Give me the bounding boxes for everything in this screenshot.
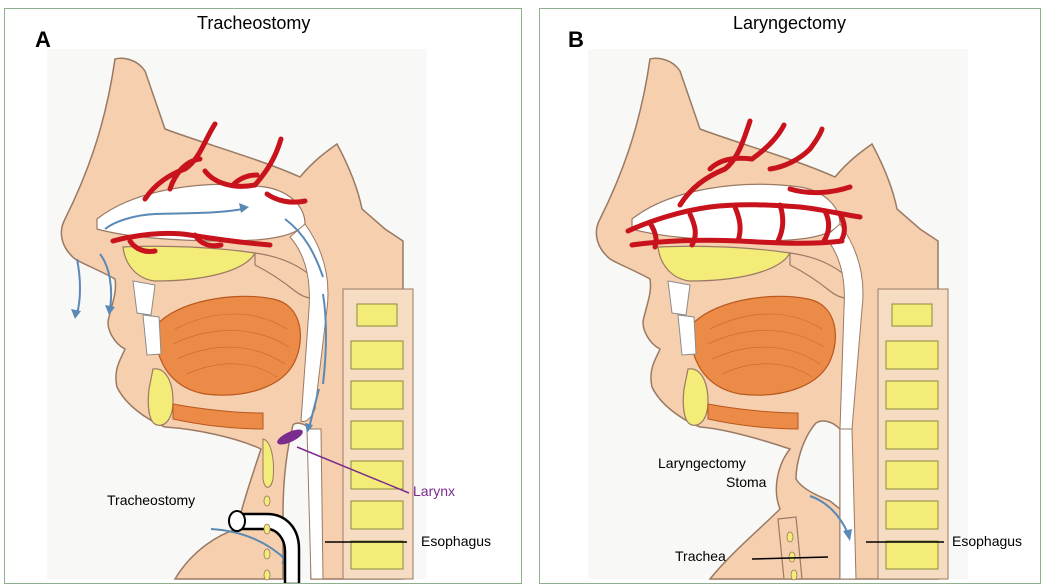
vertebra [357,304,397,326]
cervical-vertebrae [886,304,938,569]
panel-title: Tracheostomy [197,13,310,34]
vertebra [351,341,403,369]
esophagus-label: Esophagus [421,533,491,550]
panel-title: Laryngectomy [733,13,846,34]
vertebra [886,421,938,449]
upper-teeth [133,281,155,315]
vertebra [886,501,938,529]
panel-letter: B [568,27,584,53]
upper-teeth [668,281,690,315]
tongue [690,296,835,395]
vertebra [886,461,938,489]
vertebra [351,381,403,409]
esophagus-label: Esophagus [952,533,1022,550]
tongue [155,296,300,395]
vertebra [886,381,938,409]
trachea-label: Trachea [675,548,726,565]
panel-letter: A [35,27,51,53]
tracheostomy-label: Tracheostomy [107,492,195,509]
vertebra [351,501,403,529]
tracheostomy-tube-opening [229,511,245,531]
panel-laryngectomy: B Laryngectomy Laryngectomy Stoma Trache… [539,8,1041,584]
panel-tracheostomy: A Tracheostomy Larynx Tracheostomy Esoph… [4,8,522,584]
vertebra [886,341,938,369]
vertebra [886,541,938,569]
cervical-vertebrae [351,304,403,569]
larynx-label: Larynx [413,483,455,500]
laryngectomy-stoma-label-line2: Stoma [726,474,766,491]
vertebra [892,304,932,326]
laryngectomy-stoma-label-line1: Laryngectomy [658,455,746,472]
vertebra [351,541,403,569]
laryngectomy-anatomy-illustration [540,9,1041,584]
vertebra [351,421,403,449]
vertebra [351,461,403,489]
